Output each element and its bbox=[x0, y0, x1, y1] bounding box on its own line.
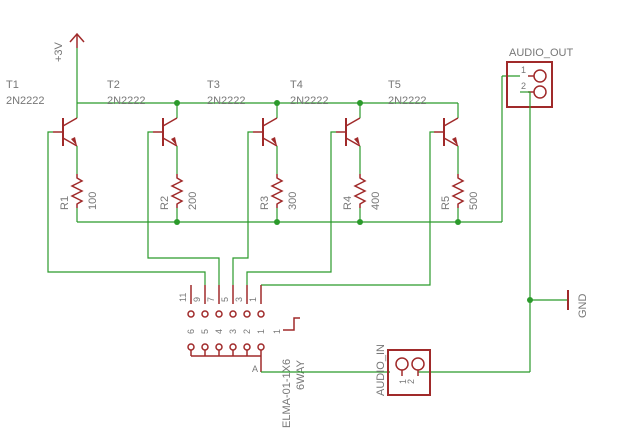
r4-name: R4 bbox=[342, 196, 354, 210]
t1-name: T1 bbox=[6, 79, 19, 91]
conn-top-pin-3: 3 bbox=[234, 297, 244, 302]
t5-name: T5 bbox=[388, 79, 401, 91]
supply-symbol: +3V bbox=[53, 32, 85, 62]
resistor-r3-symbol bbox=[270, 174, 284, 208]
conn-mid-pin-2: 2 bbox=[242, 329, 252, 334]
resistor-r1-symbol bbox=[70, 174, 84, 208]
base-wires bbox=[47, 131, 434, 286]
conn-top-pin-11: 11 bbox=[178, 293, 188, 302]
conn-mid-pin-5: 5 bbox=[200, 329, 210, 334]
transistor-t5-symbol bbox=[434, 117, 459, 147]
t4-name: T4 bbox=[290, 79, 303, 91]
emitter-wires bbox=[76, 146, 459, 174]
conn-top-pin-1: 1 bbox=[248, 297, 258, 302]
r1-name: R1 bbox=[59, 196, 71, 210]
elma-connector bbox=[187, 285, 300, 372]
conn-top-pin-9: 9 bbox=[192, 297, 202, 302]
conn-mid-pin-6: 6 bbox=[186, 329, 196, 334]
conn-top-pin-5: 5 bbox=[220, 297, 230, 302]
r3-name: R3 bbox=[259, 196, 271, 210]
t5-value: 2N2222 bbox=[388, 95, 427, 107]
audio-out-pin2: 2 bbox=[521, 81, 526, 91]
collector-rail bbox=[76, 48, 459, 118]
supply-label: +3V bbox=[53, 41, 65, 62]
connector-name: ELMA-01-1X6 bbox=[281, 359, 293, 428]
transistor-t3-symbol bbox=[253, 117, 278, 147]
transistor-t4-symbol bbox=[336, 117, 361, 147]
connector-value: 6WAY bbox=[295, 359, 307, 390]
r3-value: 300 bbox=[287, 192, 299, 210]
r1-value: 100 bbox=[87, 192, 99, 210]
conn-mid-pin-3: 3 bbox=[228, 329, 238, 334]
r2-value: 200 bbox=[187, 192, 199, 210]
audio-out-label: AUDIO_OUT bbox=[509, 47, 573, 59]
conn-mid-pin-1: 1 bbox=[256, 329, 266, 334]
conn-switch-pin: 1 bbox=[272, 329, 282, 334]
resistor-r4-symbol bbox=[353, 174, 367, 208]
r4-value: 400 bbox=[370, 192, 382, 210]
t1-value: 2N2222 bbox=[6, 95, 45, 107]
conn-top-pin-7: 7 bbox=[206, 297, 216, 302]
t2-value: 2N2222 bbox=[107, 95, 146, 107]
audio-in-label: AUDIO_IN bbox=[375, 344, 387, 396]
t2-name: T2 bbox=[107, 79, 120, 91]
resistor-r5-symbol bbox=[451, 174, 465, 208]
t3-name: T3 bbox=[207, 79, 220, 91]
r2-name: R2 bbox=[159, 196, 171, 210]
audio-in-pin1: 1 bbox=[398, 379, 408, 384]
transistor-t1-symbol bbox=[53, 117, 78, 147]
t3-value: 2N2222 bbox=[207, 95, 246, 107]
conn-a-label: A bbox=[252, 364, 258, 374]
audio-out-pin1: 1 bbox=[521, 65, 526, 75]
r5-value: 500 bbox=[468, 192, 480, 210]
audio-in-connector bbox=[387, 349, 431, 396]
resistor-r2-symbol bbox=[170, 174, 184, 208]
ground-label: GND bbox=[577, 294, 589, 319]
ground-wire bbox=[418, 91, 568, 373]
audio-in-pin2: 2 bbox=[406, 379, 416, 384]
transistor-t2-symbol bbox=[153, 117, 178, 147]
t4-value: 2N2222 bbox=[290, 95, 329, 107]
conn-mid-pin-4: 4 bbox=[214, 329, 224, 334]
r5-name: R5 bbox=[440, 196, 452, 210]
